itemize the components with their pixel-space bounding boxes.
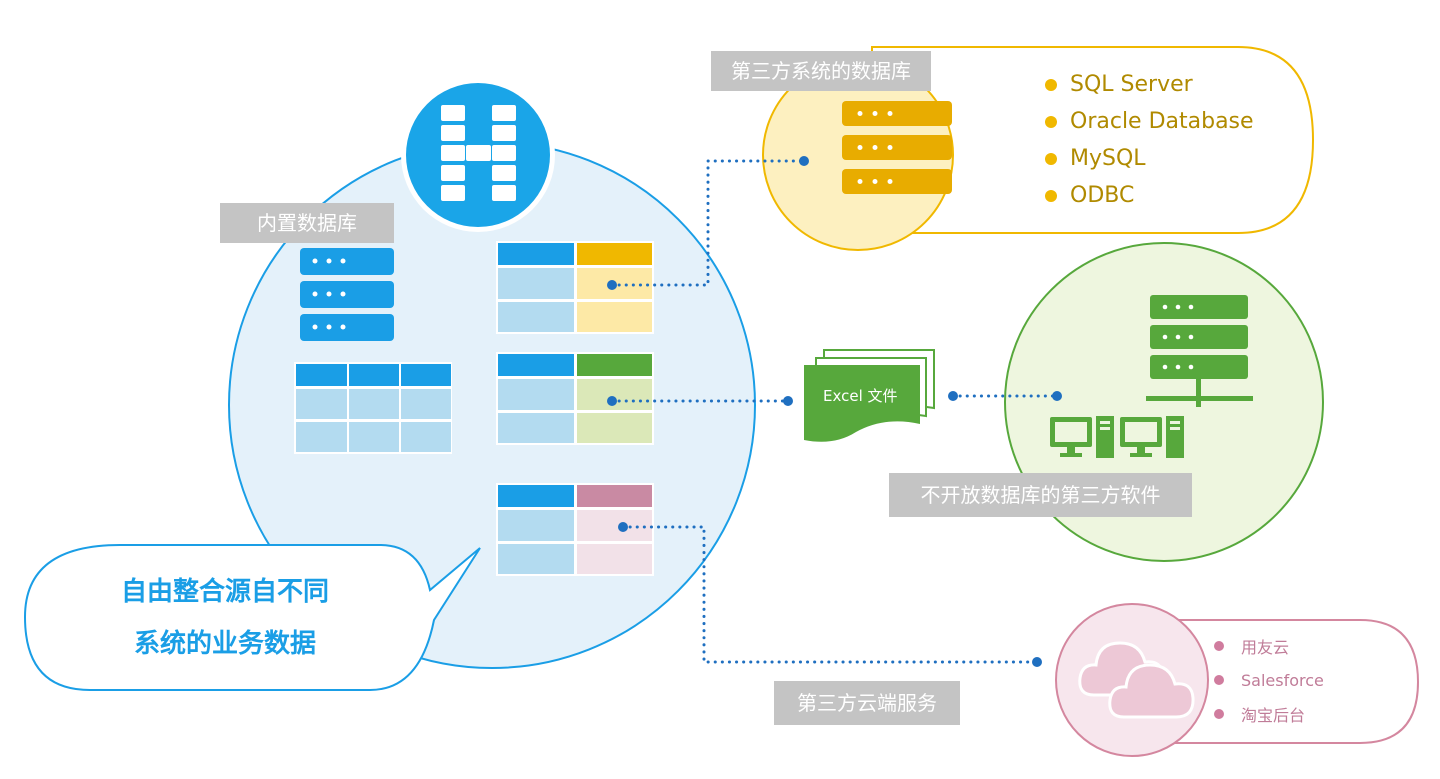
- cloud-service-item: 用友云: [1214, 629, 1324, 663]
- cloud-service-list: 用友云 Salesforce 淘宝后台: [1214, 629, 1324, 731]
- callout-line-1: 自由整合源自不同: [120, 577, 329, 607]
- database-item: MySQL: [1045, 140, 1254, 177]
- bullet-icon: [1214, 675, 1224, 685]
- database-list: SQL Server Oracle Database MySQL ODBC: [1045, 66, 1254, 214]
- label-builtin-db: 内置数据库: [220, 203, 394, 243]
- callout-bubble: [23, 544, 481, 691]
- yellow-server-icon: [842, 101, 952, 194]
- cloud-service-item: 淘宝后台: [1214, 697, 1324, 731]
- bullet-icon: [1214, 709, 1224, 719]
- connector-pink: [621, 525, 1039, 664]
- database-item: Oracle Database: [1045, 103, 1254, 140]
- green-table-icon: [496, 352, 654, 445]
- callout-line-2: 系统的业务数据: [133, 629, 316, 659]
- pink-table-icon: [496, 483, 654, 576]
- excel-file-icon: [804, 349, 935, 442]
- excel-file-label: Excel 文件: [823, 387, 898, 405]
- cloud-icon: [1078, 641, 1195, 719]
- cloud-services-group: [1055, 603, 1420, 757]
- label-cloud-services: 第三方云端服务: [774, 681, 960, 725]
- yellow-table-icon: [496, 241, 654, 334]
- bullet-icon: [1045, 78, 1057, 91]
- database-item: ODBC: [1045, 177, 1254, 214]
- connectors: [610, 159, 1059, 664]
- builtin-server-icon: [300, 248, 394, 341]
- third-party-db-group: [762, 46, 1315, 251]
- database-item: SQL Server: [1045, 66, 1254, 103]
- h-logo-icon: [401, 78, 555, 232]
- builtin-table-icon: [294, 362, 452, 454]
- connector-dots: [607, 156, 1062, 667]
- label-third-party-db: 第三方系统的数据库: [711, 51, 931, 91]
- bullet-icon: [1214, 641, 1224, 651]
- label-closed-software: 不开放数据库的第三方软件: [889, 473, 1192, 517]
- bullet-icon: [1045, 152, 1057, 165]
- cloud-service-item: Salesforce: [1214, 663, 1324, 697]
- green-server-icon: [1146, 295, 1253, 407]
- bullet-icon: [1045, 115, 1057, 128]
- bullet-icon: [1045, 189, 1057, 202]
- desktop-computer-icon: [1050, 416, 1114, 458]
- desktop-computer-icon-2: [1120, 416, 1184, 458]
